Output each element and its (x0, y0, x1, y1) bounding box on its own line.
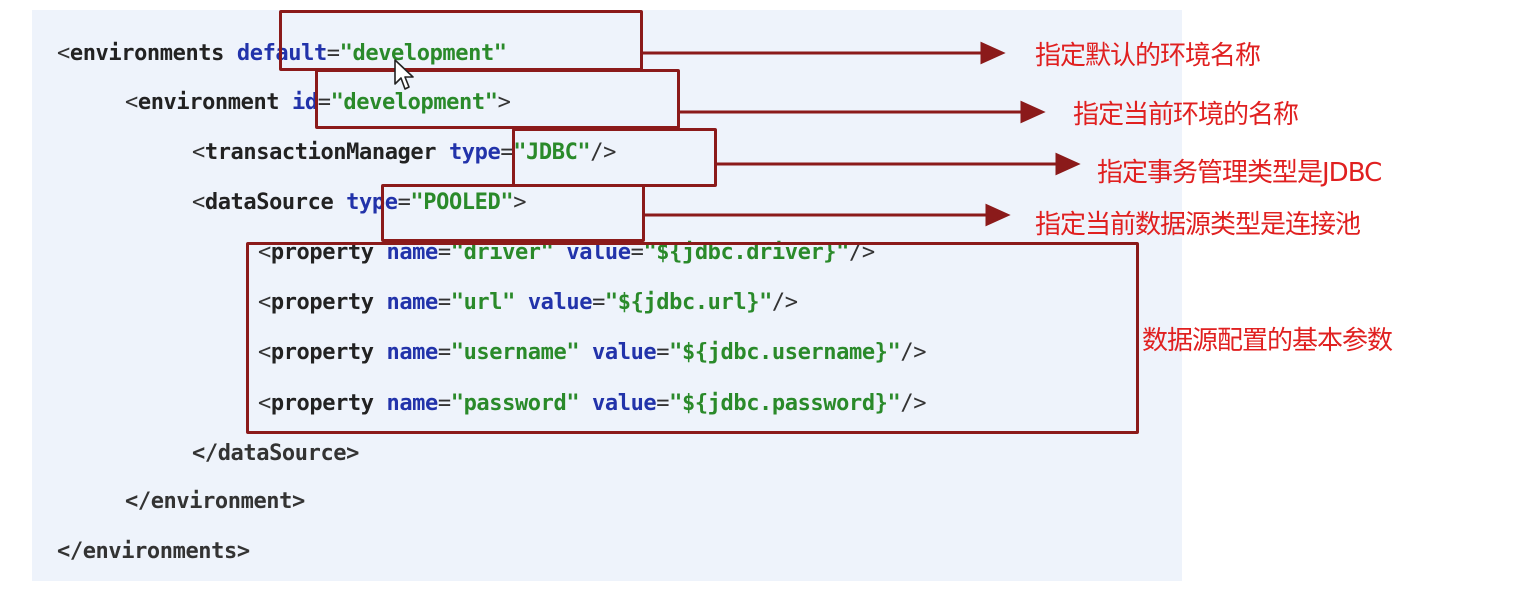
bracket: < (258, 290, 271, 315)
attr-name: type (448, 140, 501, 165)
bracket: /> (900, 340, 927, 365)
code-line-environment-close: </environment> (125, 489, 305, 514)
mouse-cursor-icon (394, 59, 414, 90)
annotation-default-env: 指定默认的环境名称 (1035, 41, 1261, 71)
bracket: < (192, 190, 205, 215)
equals: = (656, 391, 670, 416)
tag-name: environment (137, 90, 280, 115)
attr-name: value (592, 340, 657, 365)
attr-value: "development" (339, 41, 507, 66)
bracket: < (258, 340, 271, 365)
tag-name: environments (69, 41, 225, 66)
code-line-environments-close: </environments> (57, 539, 250, 564)
attr-value: "username" (450, 340, 580, 365)
annotation-pool-type: 指定当前数据源类型是连接池 (1035, 210, 1361, 240)
attr-name: default (236, 41, 327, 66)
attr-value: "${jdbc.username}" (669, 340, 901, 365)
tag-name: property (270, 340, 374, 365)
attr-name: name (386, 340, 438, 365)
equals: = (437, 290, 451, 315)
equals: = (326, 41, 340, 66)
attr-name: value (527, 290, 593, 315)
equals: = (317, 90, 331, 115)
bracket: > (497, 90, 511, 115)
bracket: < (192, 140, 205, 165)
bracket: /> (590, 140, 616, 165)
bracket: < (57, 41, 70, 66)
annotation-ds-params: 数据源配置的基本参数 (1142, 326, 1393, 356)
attr-value: "url" (450, 290, 516, 315)
highlight-box-pool-type (381, 184, 645, 242)
tag-name: property (270, 391, 374, 416)
equals: = (397, 190, 411, 215)
tag-name: dataSource (204, 190, 334, 215)
attr-value: "${jdbc.password}" (669, 391, 901, 416)
bracket: /> (771, 290, 798, 315)
arrow-head-id (1020, 100, 1046, 124)
equals: = (592, 290, 605, 315)
attr-value: "${jdbc.url}" (604, 290, 772, 315)
code-line-datasource-close: </dataSource> (192, 441, 359, 466)
code-panel (32, 10, 1182, 581)
highlight-box-id (315, 69, 680, 129)
code-line-property-password: <property name="password" value="${jdbc.… (258, 390, 926, 418)
annotation-tx-type: 指定事务管理类型是JDBC (1097, 158, 1382, 188)
bracket: < (258, 391, 271, 416)
attr-name: name (386, 290, 438, 315)
tag-name: property (270, 290, 374, 315)
bracket: /> (900, 391, 927, 416)
code-line-property-url: <property name="url" value="${jdbc.url}"… (258, 289, 798, 317)
arrow-head-tx-type (1055, 152, 1081, 176)
bracket: < (125, 90, 138, 115)
code-line-environment-open: <environment id="development"> (125, 89, 511, 117)
equals: = (500, 140, 514, 165)
bracket: < (258, 240, 271, 265)
attr-name: id (292, 90, 318, 115)
equals: = (656, 340, 670, 365)
annotation-current-env: 指定当前环境的名称 (1073, 100, 1299, 130)
code-line-environments-open: <environments default="development" (57, 40, 507, 68)
bracket: > (513, 190, 527, 215)
attr-name: name (386, 391, 438, 416)
attr-value: "password" (450, 391, 580, 416)
code-line-datasource-open: <dataSource type="POOLED"> (192, 189, 526, 217)
attr-value: "JDBC" (513, 140, 591, 165)
attr-value: "development" (330, 90, 498, 115)
attr-value: "POOLED" (410, 190, 514, 215)
equals: = (437, 340, 451, 365)
attr-name: type (346, 190, 398, 215)
tag-name: transactionManager (204, 140, 437, 165)
equals: = (437, 240, 451, 265)
arrow-head-pool-type (985, 203, 1011, 227)
highlight-box-properties (246, 242, 1139, 434)
arrow-head-default (980, 41, 1006, 65)
attr-name: value (592, 391, 657, 416)
code-line-property-username: <property name="username" value="${jdbc.… (258, 339, 926, 367)
equals: = (630, 240, 644, 265)
equals: = (437, 391, 451, 416)
code-line-transaction-manager: <transactionManager type="JDBC"/> (192, 139, 616, 167)
